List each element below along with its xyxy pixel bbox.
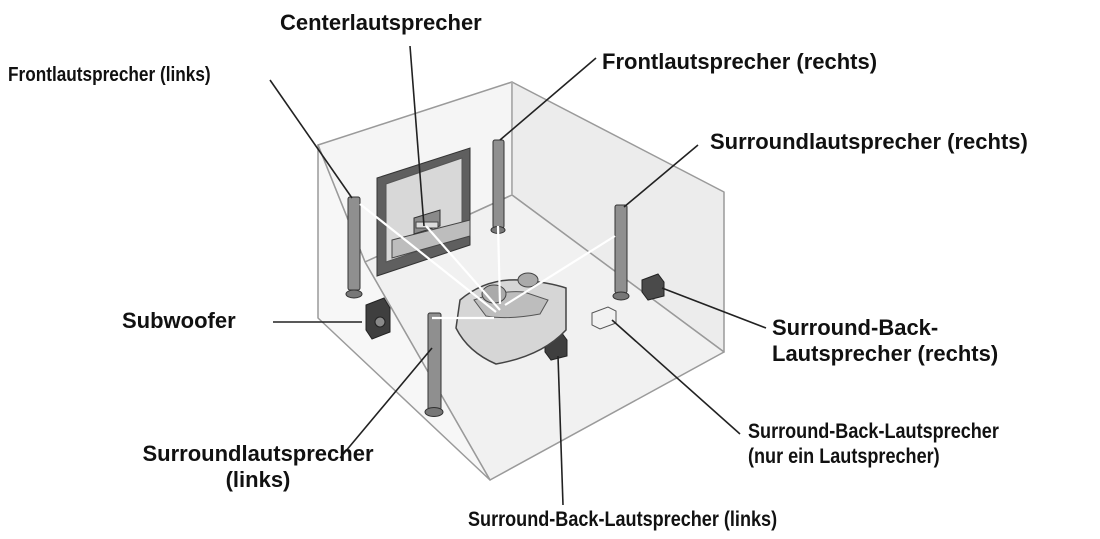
label-surround-back-right-line2: Lautsprecher (rechts) [772,340,999,366]
leader-center [409,45,425,227]
label-surround-back-left-speaker: Surround-Back-Lautsprecher (links) [468,508,778,531]
label-center-speaker: Centerlautsprecher [280,10,482,35]
label-surround-back-right-line1: Surround-Back- [772,315,939,340]
label-subwoofer: Subwoofer [122,308,236,333]
front-right-speaker [490,139,506,234]
surround-left-speaker [424,312,444,417]
leader-surround-back-left [557,355,564,506]
surround-right-speaker [612,204,630,301]
label-surround-left-line1: Surroundlautsprecher [142,441,374,466]
subwoofer-speaker [365,297,391,340]
leader-front-left [269,79,353,199]
front-left-speaker [345,196,363,299]
label-surround-right-speaker: Surroundlautsprecher (rechts) [710,129,1028,154]
label-surround-back-single-line1: Surround-Back-Lautsprecher [748,420,999,443]
label-surround-back-right-speaker: Surround-Back- Lautsprecher (rechts) [772,315,998,367]
label-front-left-speaker: Frontlautsprecher (links) [8,64,211,86]
leader-surround-right [623,144,699,208]
label-surround-back-single-line2: (nur ein Lautsprecher) [748,444,940,468]
label-surround-left-speaker: Surroundlautsprecher (links) [120,441,396,493]
leader-surround-back-single [611,319,741,435]
leader-lines [269,45,767,506]
leader-surround-back-right [661,287,767,329]
label-front-right-speaker: Frontlautsprecher (rechts) [602,49,878,74]
surround-back-right-speaker [641,273,665,301]
label-surround-back-single-speaker: Surround-Back-Lautsprecher (nur ein Laut… [748,420,999,470]
label-surround-left-line2: (links) [225,466,291,492]
leader-front-right [499,57,597,141]
leader-surround-left [339,347,433,459]
sound-lines [359,203,616,320]
